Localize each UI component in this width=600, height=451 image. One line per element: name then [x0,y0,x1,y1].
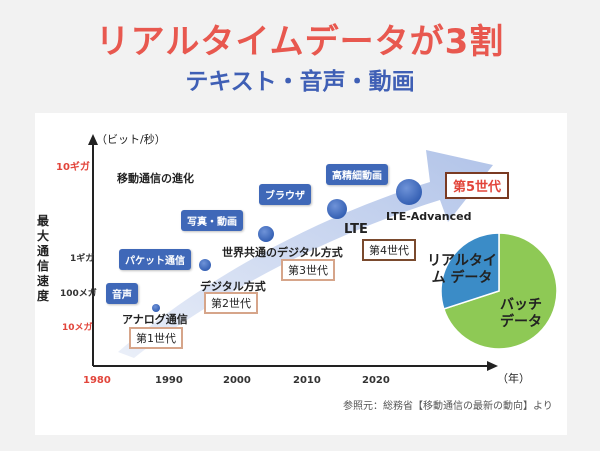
x-tick-2020: 2020 [362,375,390,386]
x-tick-2010: 2010 [293,375,321,386]
tech-global-digital: 世界共通のデジタル方式 [222,246,343,259]
source-note: 参照元：総務省【移動通信の最新の動向】より [343,401,553,412]
service-photo-video: 写真・動画 [181,210,243,231]
y-axis-label: 最大通信速度 [37,214,50,303]
generation-3: 第3世代 [281,259,335,281]
x-tick-2000: 2000 [223,375,251,386]
y-axis-arrowhead [88,134,98,145]
dot-digital [199,259,211,271]
pie-chart [440,232,558,350]
tech-analog: アナログ通信 [122,313,188,326]
x-axis-arrowhead [487,361,498,371]
y-tick-1g: 1ギガ [70,254,95,264]
service-voice: 音声 [106,283,138,304]
evolution-arrow [118,150,493,358]
x-tick-1990: 1990 [155,375,183,386]
pie-slice-realtime [440,232,500,310]
service-packet: パケット通信 [119,249,191,270]
generation-1: 第1世代 [129,327,183,349]
service-hd-video: 高精細動画 [326,164,388,185]
y-axis-unit: （ビット/秒） [96,133,166,146]
tech-lte: LTE [344,222,368,237]
page-subtitle: テキスト・音声・動画 [185,69,415,95]
x-tick-1980: 1980 [83,375,111,386]
pie-label-realtime: リアルタイム データ [427,253,497,286]
generation-4: 第4世代 [362,239,416,261]
pie-label-batch: バッチ データ [500,297,542,330]
generation-5: 第5世代 [445,172,510,199]
dot-lte-advanced [396,179,422,205]
dot-global-digital [258,226,274,242]
dot-analog [152,304,160,312]
generation-2: 第2世代 [204,292,258,314]
y-tick-10g: 10ギガ [56,162,90,173]
y-tick-10m: 10メガ [62,323,93,333]
x-axis-unit: （年） [497,372,530,385]
tech-digital: デジタル方式 [200,280,266,293]
page-title: リアルタイムデータが3割 [95,22,505,62]
dot-lte [327,199,347,219]
y-tick-100m: 100メガ [60,289,97,299]
service-browser: ブラウザ [259,184,311,205]
tech-lte-advanced: LTE-Advanced [386,210,472,223]
pie-slice-batch [442,232,558,350]
arrow-label: 移動通信の進化 [117,172,194,185]
